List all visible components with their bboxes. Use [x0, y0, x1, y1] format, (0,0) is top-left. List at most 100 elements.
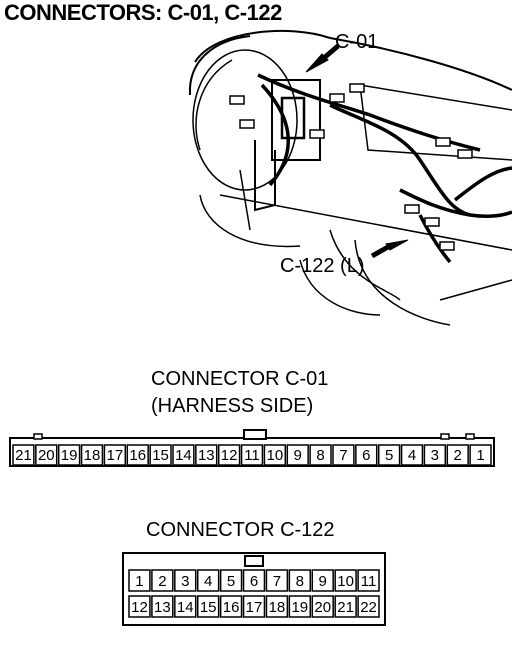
pin-number: 7: [339, 447, 347, 464]
pin-number: 15: [200, 599, 217, 616]
pin-number: 3: [431, 447, 439, 464]
page-title: CONNECTORS: C-01, C-122: [4, 0, 282, 25]
pin-cell: [446, 444, 469, 466]
pin-number: 16: [129, 447, 146, 464]
callout-c01-label: C-01: [335, 31, 378, 53]
pin-cell: [174, 595, 197, 618]
pin-cell: [80, 444, 104, 466]
connector-pin: 13: [151, 595, 174, 618]
connector-pin: 21: [12, 444, 35, 466]
pin-cell: [219, 595, 243, 618]
connector-pin: 6: [242, 569, 266, 592]
connector-pin: 22: [357, 595, 380, 618]
pin-cell: [311, 595, 334, 618]
pin-number: 10: [267, 447, 284, 464]
connector-pin: 7: [332, 444, 355, 466]
connector-pin: 16: [219, 595, 243, 618]
pin-cell: [128, 569, 151, 592]
connector-pin: 17: [103, 444, 127, 466]
pin-cell: [240, 444, 264, 466]
pin-number: 21: [337, 599, 354, 616]
pin-number: 21: [15, 447, 32, 464]
pin-number: 14: [175, 447, 192, 464]
connector-pin: 6: [355, 444, 378, 466]
pin-number: 6: [250, 573, 258, 590]
pin-number: 19: [291, 599, 308, 616]
connector-pin: 3: [174, 569, 197, 592]
pin-cell: [357, 569, 380, 592]
pin-number: 16: [223, 599, 240, 616]
pin-number: 4: [204, 573, 212, 590]
pin-cell: [357, 595, 380, 618]
pin-cell: [242, 569, 266, 592]
pin-cell: [242, 595, 266, 618]
connector-pin: 21: [334, 595, 357, 618]
pin-cell: [149, 444, 172, 466]
connector-c01-subtitle: (HARNESS SIDE): [151, 395, 314, 417]
pin-cell: [355, 444, 378, 466]
pin-cell: [265, 569, 289, 592]
connector-pin: 19: [57, 444, 81, 466]
pin-number: 2: [454, 447, 462, 464]
pin-number: 3: [181, 573, 189, 590]
connector-pin: 2: [446, 444, 469, 466]
pin-number: 9: [319, 573, 327, 590]
connector-pin: 4: [196, 569, 220, 592]
connector-pin: 20: [35, 444, 58, 466]
connector-pin: 18: [265, 595, 289, 618]
connector-pin: 1: [469, 444, 492, 466]
pin-cell: [103, 444, 127, 466]
pin-number: 20: [314, 599, 331, 616]
pin-cell: [334, 595, 357, 618]
connector-pin: 12: [128, 595, 151, 618]
connector-pin: 14: [172, 444, 195, 466]
connector-pin: 4: [400, 444, 424, 466]
connector-pin: 11: [240, 444, 264, 466]
connector-pin: 18: [80, 444, 104, 466]
connector-pin: 8: [288, 569, 312, 592]
pin-cell: [126, 444, 149, 466]
connector-pin: 8: [309, 444, 332, 466]
connector-c01-title: CONNECTOR C-01: [151, 368, 329, 390]
pin-cell: [332, 444, 355, 466]
pin-number: 6: [362, 447, 370, 464]
connector-pin: 13: [195, 444, 218, 466]
pin-number: 12: [131, 599, 148, 616]
pin-cell: [57, 444, 81, 466]
pin-number: 7: [273, 573, 281, 590]
pin-cell: [334, 569, 357, 592]
connector-pin: 5: [377, 444, 401, 466]
pin-cell: [172, 444, 195, 466]
pin-number: 11: [361, 573, 377, 590]
pin-cell: [151, 595, 174, 618]
pin-cell: [217, 444, 241, 466]
pin-cell: [288, 595, 312, 618]
pin-number: 9: [294, 447, 302, 464]
pin-cell: [469, 444, 492, 466]
connector-pin: 10: [334, 569, 357, 592]
pin-number: 5: [385, 447, 393, 464]
pin-number: 1: [135, 573, 143, 590]
pin-number: 18: [269, 599, 286, 616]
pin-number: 14: [177, 599, 194, 616]
connector-pin: 19: [288, 595, 312, 618]
pin-cell: [400, 444, 424, 466]
connector-pin: 16: [126, 444, 149, 466]
connector-pin: 17: [242, 595, 266, 618]
pin-number: 11: [244, 447, 260, 464]
pin-cell: [309, 444, 332, 466]
pin-number: 17: [107, 447, 124, 464]
connector-pin: 2: [151, 569, 174, 592]
connector-pin: 15: [196, 595, 220, 618]
connector-pin: 14: [174, 595, 197, 618]
pin-cell: [377, 444, 401, 466]
connector-pin: 9: [311, 569, 334, 592]
pin-number: 5: [227, 573, 235, 590]
connector-pin: 11: [357, 569, 380, 592]
pin-number: 22: [360, 599, 377, 616]
pin-cell: [12, 444, 35, 466]
pin-number: 17: [246, 599, 263, 616]
connector-pin: 3: [423, 444, 447, 466]
connector-pin: 9: [286, 444, 309, 466]
